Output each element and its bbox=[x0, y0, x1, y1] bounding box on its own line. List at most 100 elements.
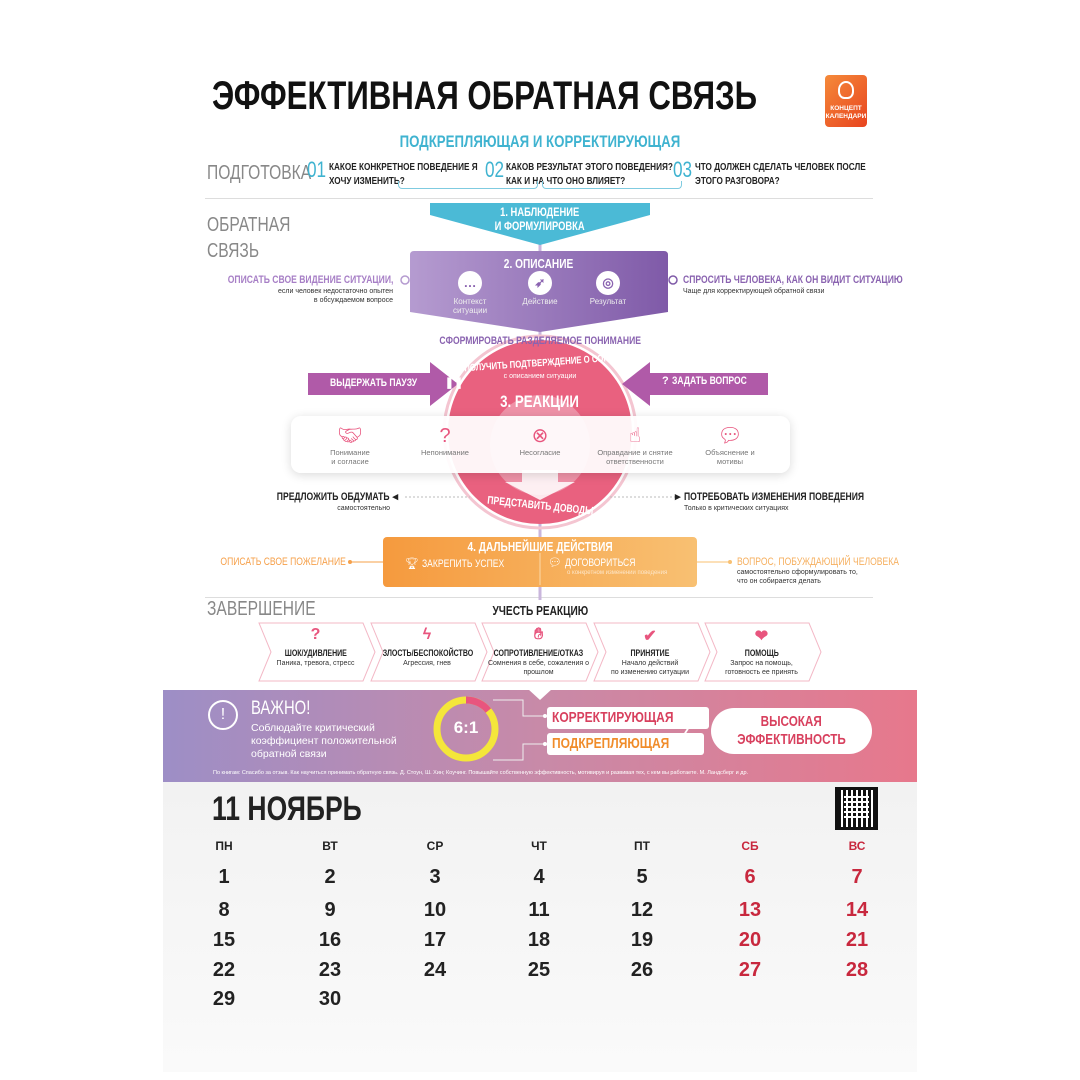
step4-title: 4. ДАЛЬНЕЙШИЕ ДЕЙСТВИЯ bbox=[467, 539, 613, 554]
source-note: По книгам: Спасибо за отзыв. Как научить… bbox=[213, 770, 749, 776]
supportive-label: ПОДКРЕПЛЯЮЩАЯ bbox=[547, 733, 704, 755]
calendar-day[interactable]: 2 bbox=[324, 866, 336, 888]
calendar-day[interactable]: 21 bbox=[845, 929, 869, 951]
calendar-day[interactable]: 7 bbox=[851, 866, 863, 888]
calendar-day[interactable]: 11 bbox=[528, 899, 550, 921]
step4-a: 🏆︎ ЗАКРЕПИТЬ УСПЕХ bbox=[405, 558, 505, 570]
helping-hands-icon: ❤ bbox=[754, 628, 769, 645]
ratio-value: 6:1 bbox=[453, 718, 479, 737]
divider bbox=[205, 198, 873, 199]
calendar bbox=[163, 782, 917, 1072]
step4-b: 💬︎ ДОГОВОРИТЬСЯ bbox=[548, 557, 636, 569]
calendar-day[interactable]: 12 bbox=[630, 899, 654, 921]
handshake-icon: 🤝︎ bbox=[337, 425, 363, 447]
calendar-day[interactable]: 30 bbox=[318, 988, 342, 1010]
step2-left-note: ОПИСАТЬ СВОЕ ВИДЕНИЕ СИТУАЦИИ,если челов… bbox=[227, 274, 393, 304]
subtitle: ПОДКРЕПЛЯЮЩАЯ И КОРРЕКТИРУЮЩАЯ bbox=[399, 132, 681, 151]
shared-understanding: СФОРМИРОВАТЬ РАЗДЕЛЯЕМОЕ ПОНИМАНИЕ bbox=[439, 335, 641, 347]
corrective-label: КОРРЕКТИРУЮЩАЯ bbox=[547, 707, 709, 729]
calendar-day[interactable]: 5 bbox=[636, 866, 648, 888]
head-question-icon: ? bbox=[439, 425, 451, 447]
speech-bubbles-icon: 💬︎ bbox=[548, 557, 562, 569]
calendar-day[interactable]: 8 bbox=[218, 899, 230, 921]
weekday-header: СР bbox=[426, 839, 444, 853]
calendar-day[interactable]: 24 bbox=[423, 959, 447, 981]
calendar-day[interactable]: 28 bbox=[845, 959, 869, 981]
step4-left-note: ОПИСАТЬ СВОЕ ПОЖЕЛАНИЕ bbox=[220, 556, 346, 568]
question-text: КАКОВ РЕЗУЛЬТАТ ЭТОГО ПОВЕДЕНИЯ?КАК И НА… bbox=[506, 161, 673, 187]
step2-item-label: Результат bbox=[589, 297, 627, 306]
page-title: ЭФФЕКТИВНАЯ ОБРАТНАЯ СВЯЗЬ bbox=[212, 74, 758, 118]
calendar-day[interactable]: 13 bbox=[738, 899, 762, 921]
calendar-day[interactable]: 16 bbox=[318, 929, 342, 951]
calendar-day[interactable]: 29 bbox=[212, 988, 236, 1010]
question-number: 02 bbox=[485, 157, 505, 182]
calendar-day[interactable]: 22 bbox=[212, 959, 236, 981]
weekday-header: ПТ bbox=[634, 839, 650, 853]
calendar-day[interactable]: 23 bbox=[318, 959, 342, 981]
calendar-day[interactable]: 26 bbox=[630, 959, 654, 981]
exclamation-icon: ! bbox=[208, 700, 238, 730]
calendar-day[interactable]: 14 bbox=[845, 899, 869, 921]
calendar-day[interactable]: 3 bbox=[429, 866, 441, 888]
step3-left-note: ПРЕДЛОЖИТЬ ОБДУМАТЬ ◂самостоятельно bbox=[276, 491, 398, 512]
weekday-header: ВТ bbox=[322, 839, 338, 853]
calendar-day[interactable]: 1 bbox=[218, 866, 230, 888]
calendar-day[interactable]: 9 bbox=[324, 899, 336, 921]
question-number: 03 bbox=[673, 157, 693, 182]
section-prep: ПОДГОТОВКА bbox=[207, 162, 312, 184]
x-circle-icon: ⊗ bbox=[531, 425, 549, 447]
calendar-day[interactable]: 10 bbox=[423, 899, 447, 921]
calendar-day[interactable]: 20 bbox=[738, 929, 762, 951]
calendar-day[interactable]: 27 bbox=[738, 959, 762, 981]
trophy-icon: 🏆︎ bbox=[405, 558, 419, 570]
calendar-day[interactable]: 17 bbox=[423, 929, 447, 951]
step2-right-note: СПРОСИТЬ ЧЕЛОВЕКА, КАК ОН ВИДИТ СИТУАЦИЮ… bbox=[683, 274, 903, 295]
weekday-header: ВС bbox=[848, 839, 866, 853]
reaction-item: ⊗Несогласие bbox=[490, 424, 590, 457]
calendar-day[interactable]: 4 bbox=[533, 866, 545, 888]
qr-code[interactable] bbox=[835, 787, 878, 830]
weekday-header: ЧТ bbox=[531, 839, 547, 853]
banner-title: ВАЖНО! bbox=[251, 698, 311, 719]
speech-bubbles-icon: 💬︎ bbox=[717, 425, 743, 447]
calendar-day[interactable]: 25 bbox=[527, 959, 551, 981]
step3-title: 3. РЕАКЦИИ bbox=[500, 392, 580, 411]
bracket bbox=[398, 181, 538, 189]
step2-item-label: Действие bbox=[522, 297, 558, 306]
calendar-day[interactable]: 19 bbox=[630, 929, 654, 951]
question-icon: ? bbox=[310, 626, 321, 643]
step2-title: 2. ОПИСАНИЕ bbox=[504, 256, 574, 271]
calendar-day[interactable]: 6 bbox=[744, 866, 756, 888]
step1-funnel bbox=[430, 203, 650, 245]
lightning-icon: ϟ bbox=[422, 626, 432, 643]
calendar-day[interactable]: 18 bbox=[527, 929, 551, 951]
ask-label: ? ЗАДАТЬ ВОПРОС bbox=[662, 375, 747, 387]
section-finish: ЗАВЕРШЕНИЕ bbox=[207, 598, 316, 620]
weekday-header: ПН bbox=[215, 839, 233, 853]
finish-title: УЧЕСТЬ РЕАКЦИЮ bbox=[492, 603, 588, 618]
chevron-right-icon: 〉 bbox=[678, 715, 705, 745]
ratio-ring bbox=[433, 696, 499, 762]
reaction-item: ?Непонимание bbox=[395, 424, 495, 457]
pause-label: ВЫДЕРЖАТЬ ПАУЗУ ❚❚ bbox=[330, 377, 464, 389]
calendar-day[interactable]: 15 bbox=[212, 929, 236, 951]
stop-hand-icon: ✋︎ bbox=[533, 626, 544, 643]
target-icon: ◎ bbox=[596, 271, 620, 295]
